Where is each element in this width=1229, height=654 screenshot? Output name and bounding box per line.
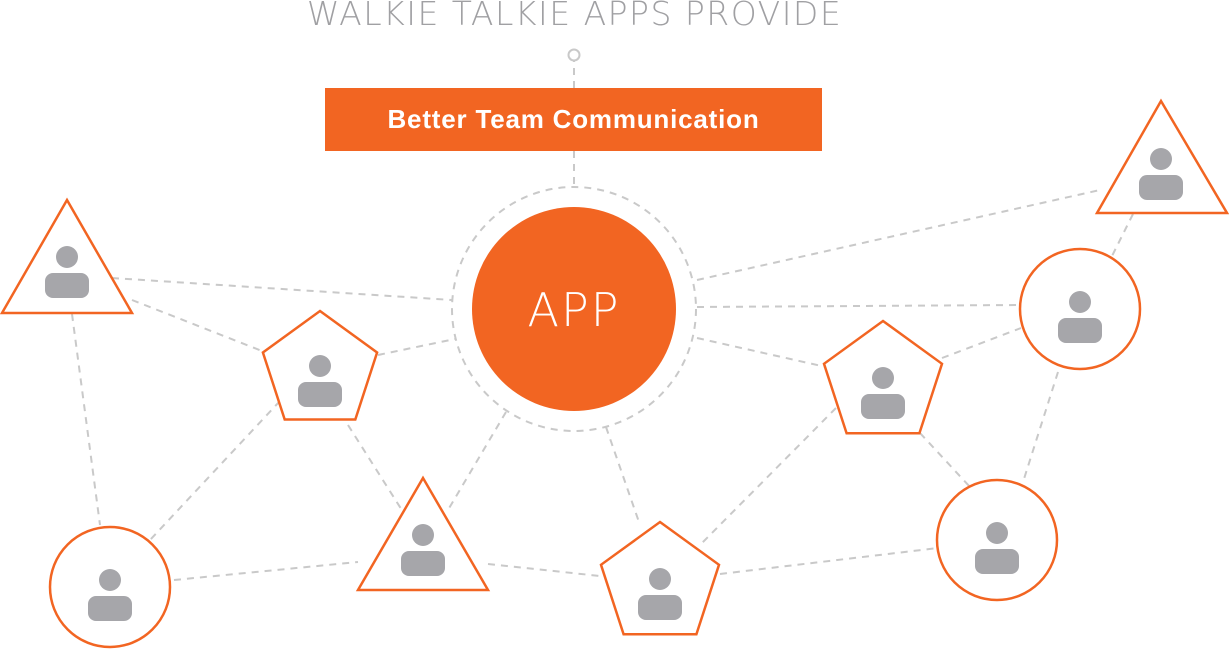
person-body-icon [638,595,682,620]
person-icon [45,246,89,298]
connector-line-18 [699,407,837,546]
connector-line-21 [719,547,939,575]
person-icon [975,522,1019,574]
person-head-icon [649,568,671,590]
connector-line-12 [605,426,641,526]
person-head-icon [56,246,78,268]
person-icon [298,355,342,407]
connector-line-7 [149,400,281,541]
connector-line-4 [131,299,263,352]
connector-line-9 [447,411,507,511]
person-head-icon [986,522,1008,544]
connector-line-15 [696,337,827,368]
person-head-icon [99,569,121,591]
hub-label: APP [527,283,621,337]
person-icon [401,524,445,576]
connector-line-14 [696,304,1021,308]
connector-line-3 [111,277,453,301]
person-head-icon [872,367,894,389]
person-icon [88,569,132,621]
connector-pin [567,48,581,62]
header-title: WALKIE TALKIE APPS PROVIDE [306,0,843,33]
person-body-icon [1058,318,1102,343]
person-icon [638,568,682,620]
person-icon [1139,148,1183,200]
connector-line-5 [377,338,456,356]
banner-label: Better Team Communication [325,88,822,151]
person-head-icon [1150,148,1172,170]
connector-line-17 [1110,213,1134,259]
person-icon [1058,291,1102,343]
connector-line-20 [1022,371,1059,483]
connector-line-13 [696,189,1101,281]
connector-line-11 [487,563,601,577]
person-body-icon [88,596,132,621]
node-shapes [0,98,1229,649]
hub-circle [472,207,676,411]
connector-line-19 [919,432,971,488]
person-icon [861,367,905,419]
person-body-icon [975,549,1019,574]
person-head-icon [1069,291,1091,313]
person-body-icon [1139,175,1183,200]
person-body-icon [861,394,905,419]
connector-lines [71,48,1134,581]
person-body-icon [298,382,342,407]
person-body-icon [45,273,89,298]
person-head-icon [309,355,331,377]
connector-line-16 [941,327,1022,359]
connector-line-6 [71,313,101,526]
connector-line-10 [173,561,359,581]
person-body-icon [401,551,445,576]
connector-line-8 [347,424,406,516]
person-head-icon [412,524,434,546]
